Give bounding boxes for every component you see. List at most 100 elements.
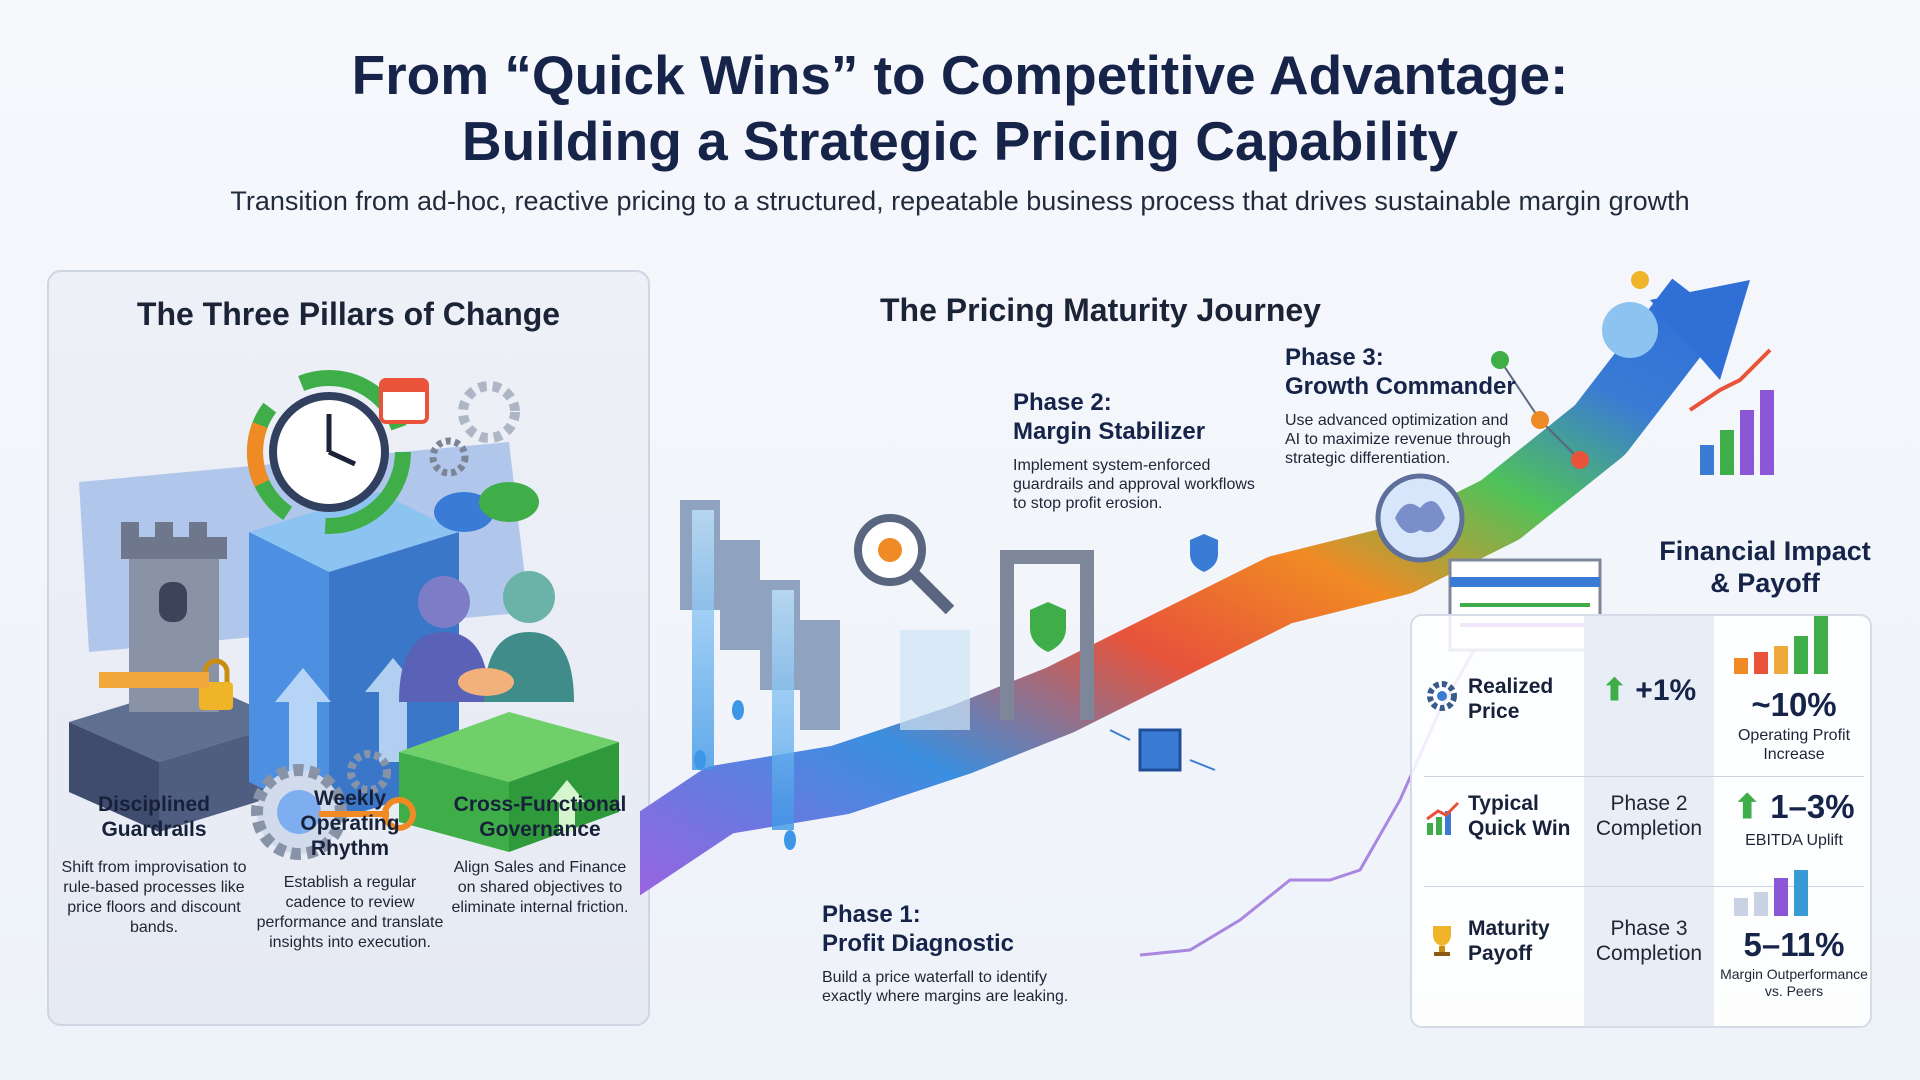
impact-label-line-1: Maturity xyxy=(1468,917,1550,940)
impact-title-line-2: & Payoff xyxy=(1710,568,1820,598)
impact-row-maturity-payoff: Maturity Payoff Phase 3 Completion 5–11%… xyxy=(1412,870,1870,1026)
governance-block-top xyxy=(399,712,619,782)
impact-caption: Margin Outperformance vs. Peers xyxy=(1720,966,1868,999)
phase-desc: Implement system-enforced guardrails and… xyxy=(1013,457,1255,512)
journey-road xyxy=(640,278,1728,896)
gears-icon xyxy=(251,750,416,860)
impact-bar xyxy=(1774,878,1788,916)
impact-panel: Realized Price ⬆ +1% ~10% Operating Prof… xyxy=(1410,614,1872,1028)
journey-illustration xyxy=(640,271,1774,957)
impact-label-line-2: Payoff xyxy=(1468,942,1533,965)
phase-desc: Build a price waterfall to identify exac… xyxy=(822,969,1069,1005)
impact-middle-column xyxy=(1584,616,1714,1026)
impact-title: Financial Impact & Payoff xyxy=(1640,535,1890,599)
phase-3: Phase 3: Growth Commander Use advanced o… xyxy=(1285,343,1525,468)
guardrail-gate-icon xyxy=(900,550,1094,730)
impact-label-line-1: Realized xyxy=(1468,675,1554,698)
impact-label: Typical Quick Win xyxy=(1468,791,1571,841)
impact-value: 1–3% xyxy=(1770,788,1855,825)
title-line-1: From “Quick Wins” to Competitive Advanta… xyxy=(351,44,1569,106)
phase-2: Phase 2: Margin Stabilizer Implement sys… xyxy=(1013,388,1263,513)
pillars-illustration xyxy=(69,370,619,860)
impact-value: ~10% xyxy=(1751,686,1837,723)
arrow-head xyxy=(1650,280,1750,380)
up-arrow-icon: ⬆ xyxy=(1601,674,1627,707)
impact-mid: Phase 3 Completion xyxy=(1584,916,1714,966)
pillar-governance: Cross-Functional Governance Align Sales … xyxy=(445,792,635,918)
impact-mid-line-2: Completion xyxy=(1595,942,1703,965)
price-waterfall-icon xyxy=(680,500,840,850)
impact-label-line-2: Quick Win xyxy=(1468,817,1571,840)
impact-bars-1 xyxy=(1734,616,1828,674)
impact-label-line-1: Typical xyxy=(1468,792,1539,815)
lightbulb-icon xyxy=(1631,271,1649,289)
up-arrow-icon-3 xyxy=(549,780,585,832)
impact-bar xyxy=(1794,870,1808,916)
chat-bubbles-icon xyxy=(434,482,539,532)
up-arrow-icon: ⬆ xyxy=(1733,788,1762,825)
impact-bar xyxy=(1774,646,1788,674)
pillar-desc: Establish a regular cadence to review pe… xyxy=(256,874,444,951)
phase-label: Phase 2: xyxy=(1013,389,1112,416)
impact-bar xyxy=(1754,652,1768,674)
impact-bar xyxy=(1794,636,1808,674)
padlock-icon xyxy=(199,658,233,710)
chip-icon xyxy=(1109,728,1216,772)
impact-label: Maturity Payoff xyxy=(1468,916,1550,966)
impact-mid-line-1: Phase 3 xyxy=(1610,917,1688,940)
rhythm-block-top xyxy=(249,492,459,572)
gear-icon xyxy=(429,437,469,477)
clock-icon xyxy=(247,370,411,534)
network-nodes-icon xyxy=(1491,351,1589,469)
title-line-2: Building a Strategic Pricing Capability xyxy=(461,110,1459,172)
pillar-desc: Shift from improvisation to rule-based p… xyxy=(61,859,247,936)
impact-mid-line-2: Completion xyxy=(1595,817,1703,840)
impact-value-wrap: ⬆ 1–3% xyxy=(1714,787,1874,826)
impact-caption: EBITDA Uplift xyxy=(1745,832,1843,849)
ruler-icon xyxy=(99,672,209,688)
brain-ai-icon-2 xyxy=(1602,302,1658,358)
gear-icon xyxy=(1427,681,1457,711)
guardrail-block-left xyxy=(69,722,159,832)
pillar-rhythm: Weekly Operating Rhythm Establish a regu… xyxy=(255,786,445,953)
phase-1: Phase 1: Profit Diagnostic Build a price… xyxy=(822,900,1082,1006)
governance-block-left xyxy=(399,752,509,852)
journey-title: The Pricing Maturity Journey xyxy=(880,292,1321,328)
impact-bar xyxy=(1734,658,1748,674)
magnifier-icon xyxy=(854,514,955,615)
pillar-guardrails: Disciplined Guardrails Shift from improv… xyxy=(59,792,249,938)
pillar-title: Weekly Operating Rhythm xyxy=(300,787,400,860)
impact-mid: ⬆ +1% xyxy=(1584,676,1714,706)
up-arrow-icon xyxy=(275,668,331,772)
pillar-title: Disciplined Guardrails xyxy=(97,793,211,841)
bar-chart-icon xyxy=(1426,801,1460,835)
impact-bar xyxy=(1754,892,1768,916)
impact-divider xyxy=(1424,776,1864,777)
impact-mid-value: +1% xyxy=(1635,674,1697,707)
impact-divider xyxy=(1424,886,1864,887)
page-subtitle: Transition from ad-hoc, reactive pricing… xyxy=(230,186,1690,216)
guardrail-block-top xyxy=(69,682,289,762)
phase-label: Phase 3: xyxy=(1285,344,1384,371)
pillar-title: Cross-Functional Governance xyxy=(453,793,627,841)
impact-title-line-1: Financial Impact xyxy=(1659,536,1871,566)
gear-icon-large xyxy=(458,381,520,443)
impact-mid-line-1: Phase 2 xyxy=(1610,792,1688,815)
impact-bar xyxy=(1734,898,1748,916)
impact-label: Realized Price xyxy=(1468,674,1553,724)
phase-name: Growth Commander xyxy=(1285,373,1516,400)
phase-name: Profit Diagnostic xyxy=(822,930,1015,957)
phase-label: Phase 1: xyxy=(822,901,921,928)
brain-ai-icon xyxy=(1375,473,1465,563)
bar-chart-icon xyxy=(1688,348,1774,475)
pillars-title: The Three Pillars of Change xyxy=(136,296,561,332)
impact-caption: Operating Profit Increase xyxy=(1737,727,1851,763)
page-title: From “Quick Wins” to Competitive Advanta… xyxy=(0,42,1920,174)
impact-label-line-2: Price xyxy=(1468,700,1520,723)
people-icon xyxy=(399,571,574,702)
phase-desc: Use advanced optimization and AI to maxi… xyxy=(1285,412,1511,467)
impact-bar xyxy=(1814,616,1828,674)
impact-mid: Phase 2 Completion xyxy=(1584,791,1714,841)
pillars-panel: The Three Pillars of Change xyxy=(47,270,650,1026)
impact-value: 5–11% xyxy=(1743,926,1845,963)
